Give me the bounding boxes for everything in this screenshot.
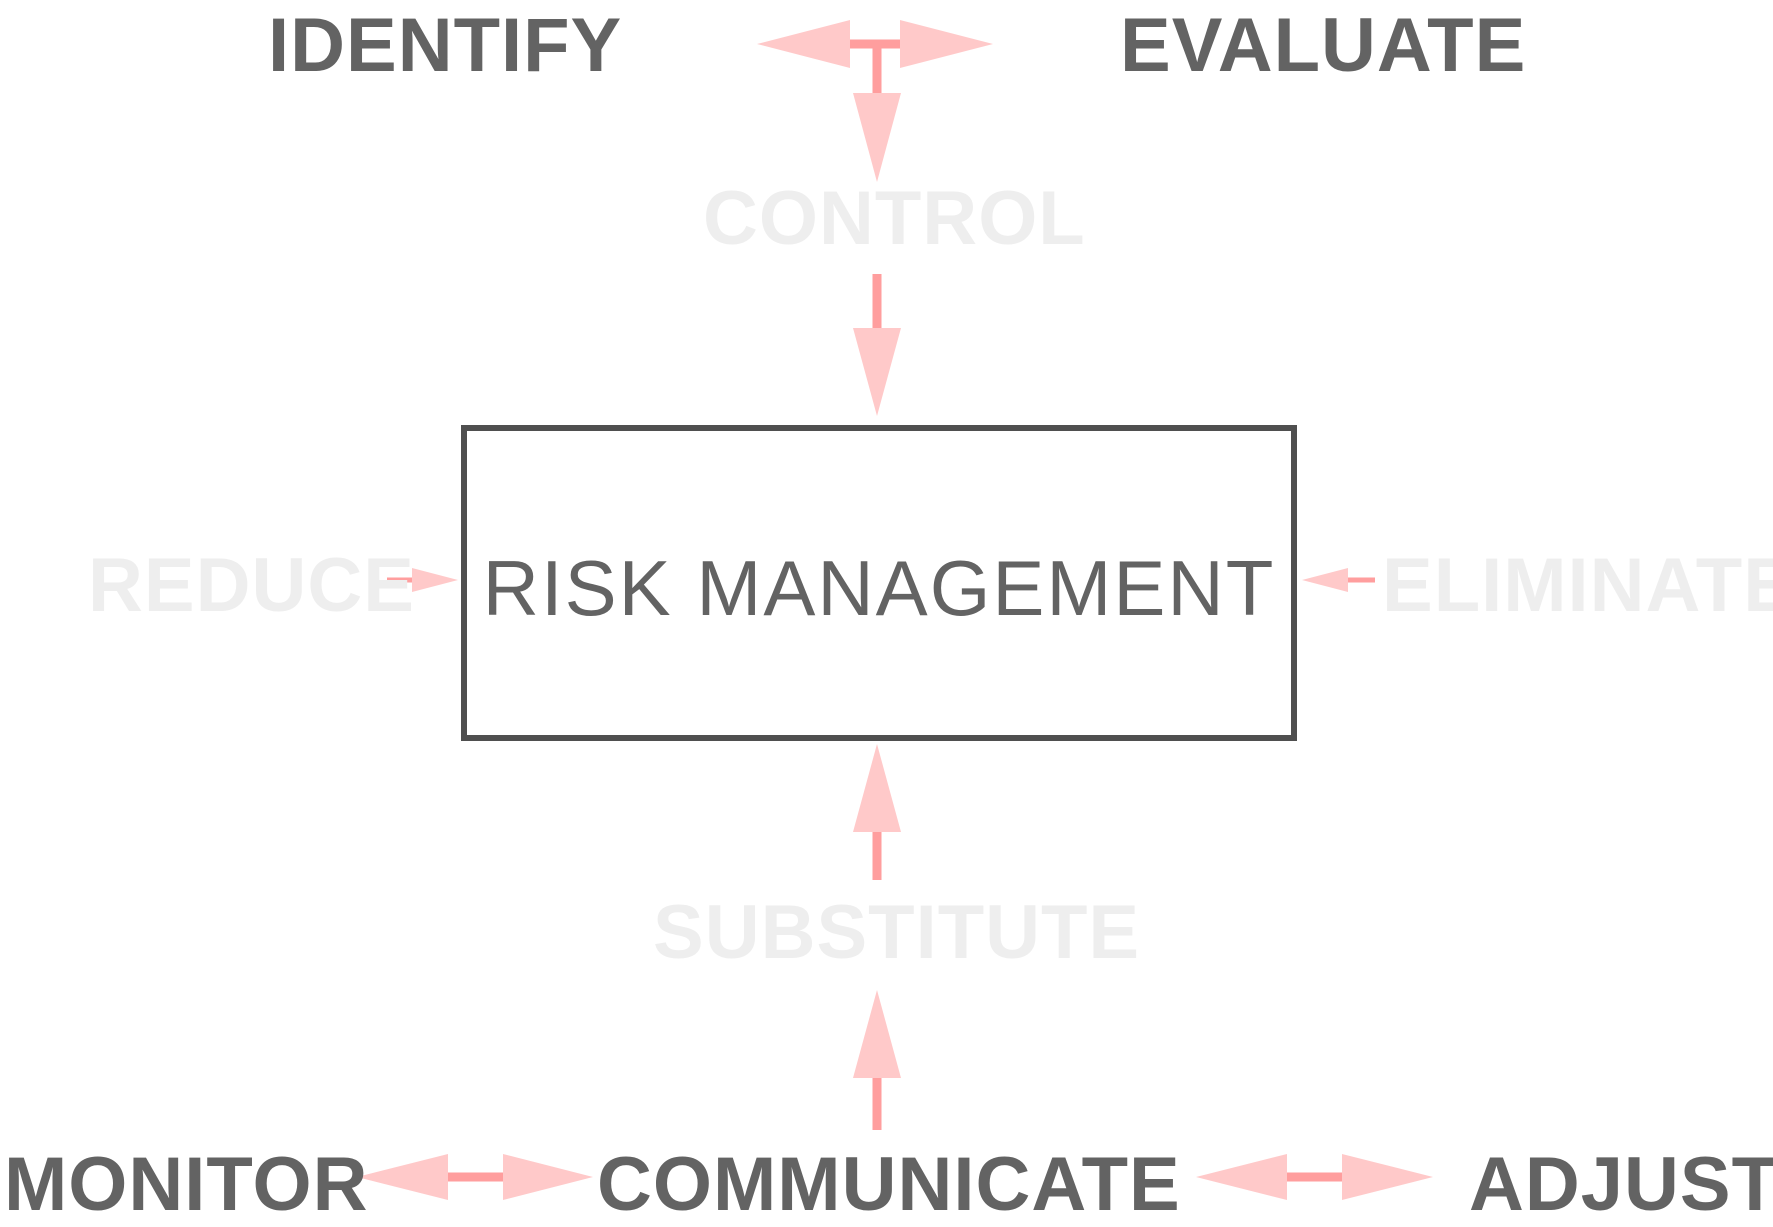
arrowhead-up-icon — [853, 744, 901, 832]
center-title: RISK MANAGEMENT — [482, 544, 1276, 632]
node-eliminate: ELIMINATE — [1382, 543, 1773, 628]
node-control: CONTROL — [703, 176, 1086, 261]
arrowhead-up-icon — [853, 990, 901, 1078]
risk-management-box: RISK MANAGEMENT — [461, 425, 1297, 741]
node-communicate: COMMUNICATE — [597, 1142, 1181, 1227]
node-adjust: ADJUST — [1469, 1142, 1773, 1227]
node-reduce: REDUCE — [88, 543, 415, 628]
node-identify: IDENTIFY — [268, 3, 623, 88]
arrowhead-left-icon — [757, 20, 850, 68]
arrowhead-left-icon — [1302, 568, 1348, 592]
node-evaluate: EVALUATE — [1120, 3, 1527, 88]
arrowhead-down-icon — [853, 328, 901, 416]
arrowhead-down-icon — [853, 93, 901, 182]
arrowhead-right-icon — [1342, 1154, 1433, 1200]
arrowhead-right-icon — [412, 568, 458, 592]
node-substitute: SUBSTITUTE — [653, 890, 1141, 975]
arrowhead-right-icon — [503, 1154, 593, 1200]
node-monitor: MONITOR — [4, 1142, 369, 1227]
arrowhead-left-icon — [357, 1154, 448, 1200]
arrowhead-left-icon — [1196, 1154, 1287, 1200]
arrowhead-right-icon — [900, 20, 993, 68]
